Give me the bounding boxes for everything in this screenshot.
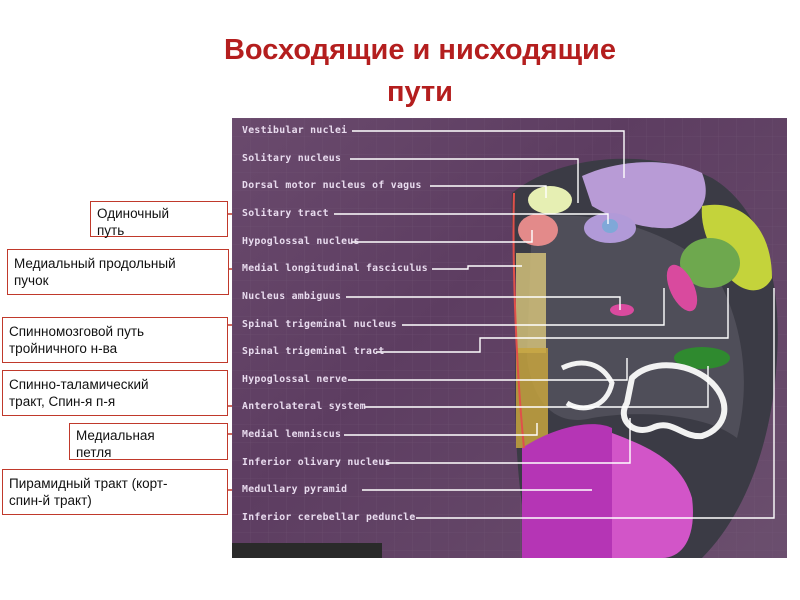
structure-label-nucleus-ambiguus: Nucleus ambiguus — [242, 291, 342, 302]
solitary-tract — [602, 219, 618, 233]
page-title: Восходящие и нисходящие — [223, 34, 617, 66]
inferior-olivary-nucleus — [620, 362, 728, 440]
label-line: Одиночный — [97, 206, 170, 221]
ambiguus-dot — [610, 304, 634, 316]
label-leader-lines — [334, 130, 775, 519]
vestibular-nuclei — [582, 162, 706, 229]
structure-label-anterolateral-system: Anterolateral system — [242, 401, 366, 412]
medulla-cross-section-figure: Vestibular nuclei Solitary nucleus Dorsa… — [232, 118, 787, 558]
label-line: Медиальная — [76, 428, 155, 443]
medial-longitudinal-fasciculus — [516, 253, 546, 353]
structure-label-medial-lemniscus: Medial lemniscus — [242, 429, 342, 440]
structure-label-hypoglossal-nerve: Hypoglossal nerve — [242, 374, 348, 385]
dorsal-motor-nucleus-vagus — [528, 186, 572, 214]
spinal-trigeminal-nucleus — [680, 238, 740, 288]
structure-label-hypoglossal-nucleus: Hypoglossal nucleus — [242, 236, 360, 247]
structure-label-vestibular-nuclei: Vestibular nuclei — [242, 125, 348, 136]
medullary-pyramid — [522, 424, 612, 558]
label-box-spinal-trigeminal: Спинномозговой путь тройничного н-ва — [2, 317, 228, 363]
label-box-spinothalamic: Спинно-таламический тракт, Спин-я п-я — [2, 370, 228, 416]
structure-label-medullary-pyramid: Medullary pyramid — [242, 484, 348, 495]
label-box-pyramidal-tract: Пирамидный тракт (корт- спин-й тракт) — [2, 469, 228, 515]
structure-label-spinal-trigeminal-tract: Spinal trigeminal tract — [242, 346, 385, 357]
structure-label-spinal-trigeminal-nucleus: Spinal trigeminal nucleus — [242, 319, 397, 330]
nucleus-ambiguus — [666, 264, 698, 312]
label-line: Медиальный продольный — [14, 256, 176, 271]
structure-label-solitary-tract: Solitary tract — [242, 208, 329, 219]
structure-label-dorsal-motor-nucleus-vagus: Dorsal motor nucleus of vagus — [242, 180, 422, 191]
structure-label-inferior-cerebellar-peduncle: Inferior cerebellar peduncle — [242, 512, 416, 523]
label-line: Спинномозговой путь — [9, 324, 145, 339]
label-box-solitary-tract: Одиночный путь — [90, 201, 228, 238]
anterolateral-system — [674, 347, 730, 369]
medullary-pyramid-right — [612, 433, 693, 558]
label-line: путь — [97, 223, 125, 238]
label-box-medial-lemniscus: Медиальная петля — [69, 423, 228, 460]
spinal-trigeminal-tract — [701, 204, 772, 291]
label-line: Пирамидный тракт (корт- — [9, 476, 168, 491]
structure-label-inferior-olivary-nucleus: Inferior olivary nucleus — [242, 457, 391, 468]
structure-label-mlf: Medial longitudinal fasciculus — [242, 263, 428, 274]
medial-lemniscus-region — [516, 348, 548, 448]
label-line: пучок — [14, 273, 49, 288]
hypoglossal-nucleus — [518, 214, 558, 246]
label-line: Спинно-таламический — [9, 377, 149, 392]
label-line: тройничного н-ва — [9, 341, 118, 356]
structure-label-solitary-nucleus: Solitary nucleus — [242, 153, 342, 164]
label-line: тракт, Спин-я п-я — [9, 394, 116, 409]
label-line: петля — [76, 445, 112, 460]
label-box-mlf: Медиальный продольный пучок — [7, 249, 229, 295]
page-title-line2: пути — [386, 76, 454, 108]
label-line: спин-й тракт) — [9, 493, 92, 508]
